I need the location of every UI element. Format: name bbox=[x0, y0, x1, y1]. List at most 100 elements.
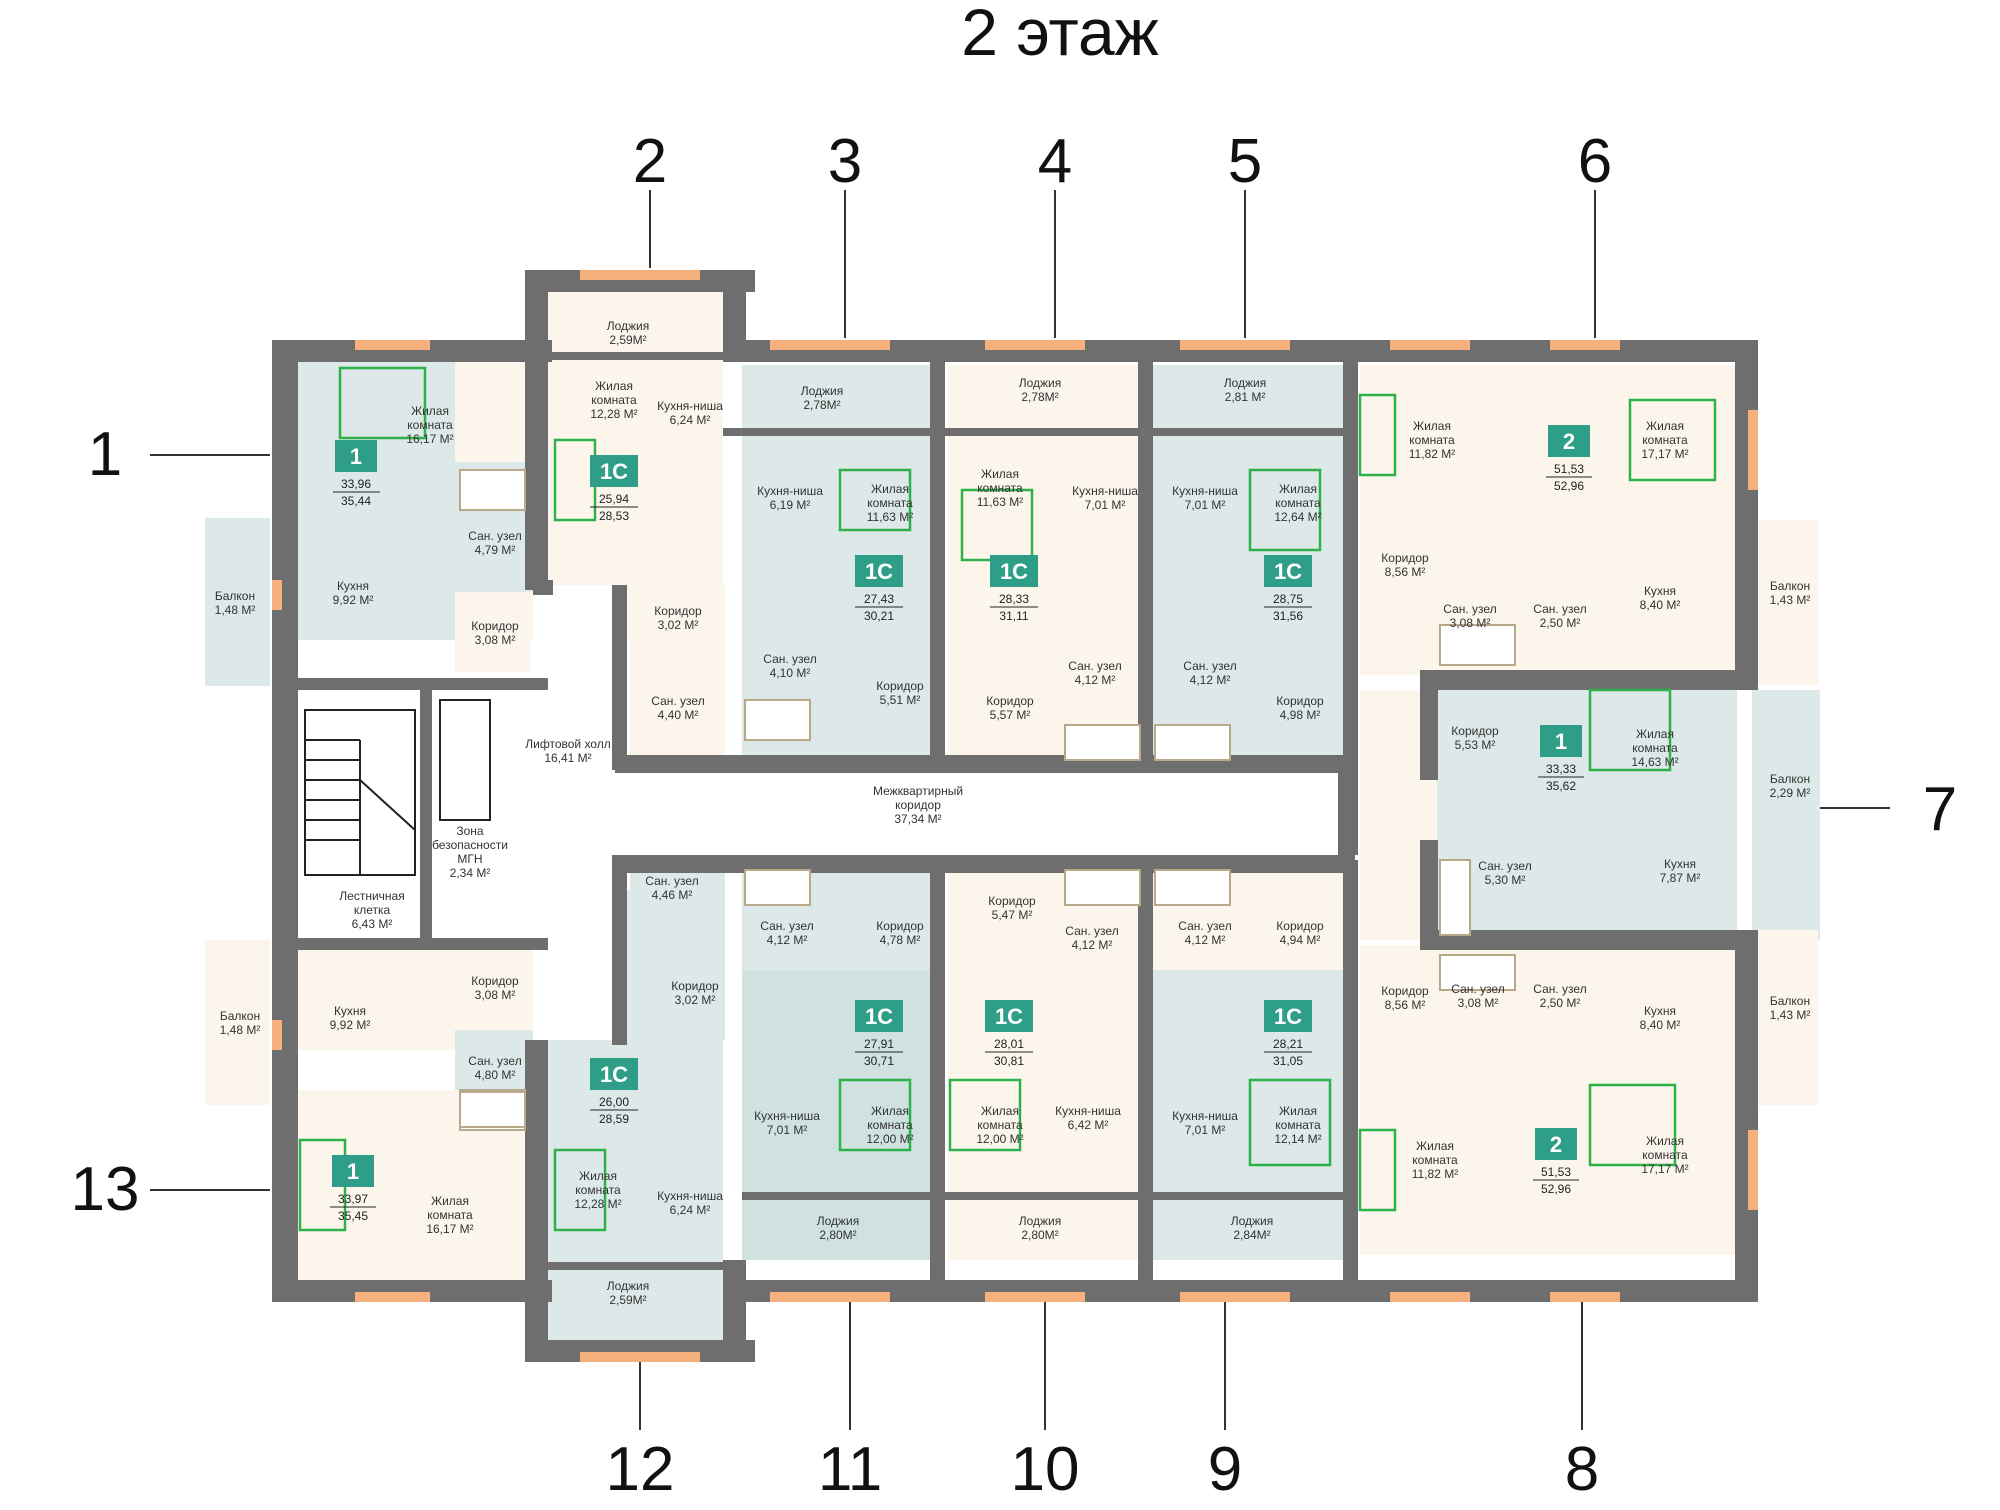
apt-number-3: 3 bbox=[828, 127, 862, 196]
room-label-line: 5,53 М² bbox=[1455, 738, 1496, 752]
room-label-line: комната bbox=[977, 1118, 1023, 1132]
room-label-line: Лоджия bbox=[817, 1214, 860, 1228]
room-label-line: Кухня-ниша bbox=[657, 1189, 723, 1203]
room-label-line: Сан. узел bbox=[468, 1054, 521, 1068]
room-label-line: Кухня-ниша bbox=[1172, 484, 1238, 498]
room-label-line: Кухня-ниша bbox=[757, 484, 823, 498]
room-label-line: Сан. узел bbox=[1533, 602, 1586, 616]
room-label-line: комната bbox=[977, 481, 1023, 495]
room-label-line: 1,43 М² bbox=[1770, 593, 1811, 607]
room-label-line: 2,29 М² bbox=[1770, 786, 1811, 800]
room-label-line: Балкон bbox=[220, 1009, 260, 1023]
room-label-line: 5,57 М² bbox=[990, 708, 1031, 722]
room-label-line: 2,78М² bbox=[1021, 390, 1058, 404]
type-badge-4: 1С bbox=[1000, 559, 1028, 584]
apt-number-6: 6 bbox=[1578, 127, 1612, 196]
area-gross-2: 28,53 bbox=[599, 509, 629, 523]
room-label-line: 3,08 М² bbox=[1458, 996, 1499, 1010]
room-label-line: 16,41 М² bbox=[544, 751, 591, 765]
room-label-line: 2,59М² bbox=[609, 333, 646, 347]
room-label-line: 4,12 М² bbox=[1075, 673, 1116, 687]
room-label-line: 12,00 М² bbox=[866, 1132, 913, 1146]
area-total-9: 28,21 bbox=[1273, 1037, 1303, 1051]
room-label-line: 4,79 М² bbox=[475, 543, 516, 557]
room-label-line: 3,08 М² bbox=[1450, 616, 1491, 630]
room-label-line: 1,48 М² bbox=[220, 1023, 261, 1037]
room-label-line: Жилая bbox=[579, 1169, 617, 1183]
apt-number-1: 1 bbox=[88, 420, 122, 489]
room-label-line: Лоджия bbox=[1231, 1214, 1274, 1228]
room-label-line: 1,43 М² bbox=[1770, 1008, 1811, 1022]
room-label-line: комната bbox=[867, 1118, 913, 1132]
apt-number-4: 4 bbox=[1038, 127, 1072, 196]
room-label-line: 16,17 М² bbox=[406, 432, 453, 446]
room-label-line: клетка bbox=[354, 903, 391, 917]
apt-number-2: 2 bbox=[633, 127, 667, 196]
room-label-line: Сан. узел bbox=[1451, 982, 1504, 996]
apt-number-9: 9 bbox=[1208, 1435, 1242, 1504]
room-label-line: Коридор bbox=[471, 974, 519, 988]
furniture bbox=[298, 366, 1717, 1232]
room-label-line: 6,43 М² bbox=[352, 917, 393, 931]
type-badge-13: 1 bbox=[347, 1159, 359, 1184]
room-label-line: Кухня bbox=[1664, 857, 1696, 871]
room-label-line: Сан. узел bbox=[651, 694, 704, 708]
room-label-line: Лоджия bbox=[1224, 376, 1267, 390]
room-label-line: Кухня-ниша bbox=[657, 399, 723, 413]
room-label-line: Кухня-ниша bbox=[754, 1109, 820, 1123]
room-label-line: Сан. узел bbox=[645, 874, 698, 888]
area-gross-8: 52,96 bbox=[1541, 1182, 1571, 1196]
area-gross-4: 31,11 bbox=[999, 609, 1028, 623]
type-badge-7: 1 bbox=[1555, 729, 1567, 754]
room-label-line: Балкон bbox=[215, 589, 255, 603]
area-total-7: 33,33 bbox=[1546, 762, 1576, 776]
room-label-line: 4,12 М² bbox=[1185, 933, 1226, 947]
room-label-line: Коридор bbox=[1451, 724, 1499, 738]
room-label-line: 5,47 М² bbox=[992, 908, 1033, 922]
room-label-line: 37,34 М² bbox=[894, 812, 941, 826]
area-total-5: 28,75 bbox=[1273, 592, 1303, 606]
room-label-line: 2,80М² bbox=[819, 1228, 856, 1242]
room-label-line: 2,84М² bbox=[1233, 1228, 1270, 1242]
room-label-line: 12,64 М² bbox=[1274, 510, 1321, 524]
room-label-line: 4,12 М² bbox=[1072, 938, 1113, 952]
room-label-line: Жилая bbox=[1279, 1104, 1317, 1118]
room-label-line: 12,28 М² bbox=[574, 1197, 621, 1211]
room-label-line: 4,80 М² bbox=[475, 1068, 516, 1082]
apt-number-7: 7 bbox=[1923, 775, 1957, 844]
area-total-8: 51,53 bbox=[1541, 1165, 1571, 1179]
room-label-line: 4,40 М² bbox=[658, 708, 699, 722]
room-label-line: 3,02 М² bbox=[675, 993, 716, 1007]
room-label-line: Кухня-ниша bbox=[1072, 484, 1138, 498]
room-label-line: 4,12 М² bbox=[1190, 673, 1231, 687]
room-label-line: 6,19 М² bbox=[770, 498, 811, 512]
room-label-line: 2,78М² bbox=[803, 398, 840, 412]
area-gross-12: 28,59 bbox=[599, 1112, 629, 1126]
room-label-line: 4,78 М² bbox=[880, 933, 921, 947]
room-label-line: Жилая bbox=[1646, 1134, 1684, 1148]
apt-number-10: 10 bbox=[1011, 1435, 1080, 1504]
